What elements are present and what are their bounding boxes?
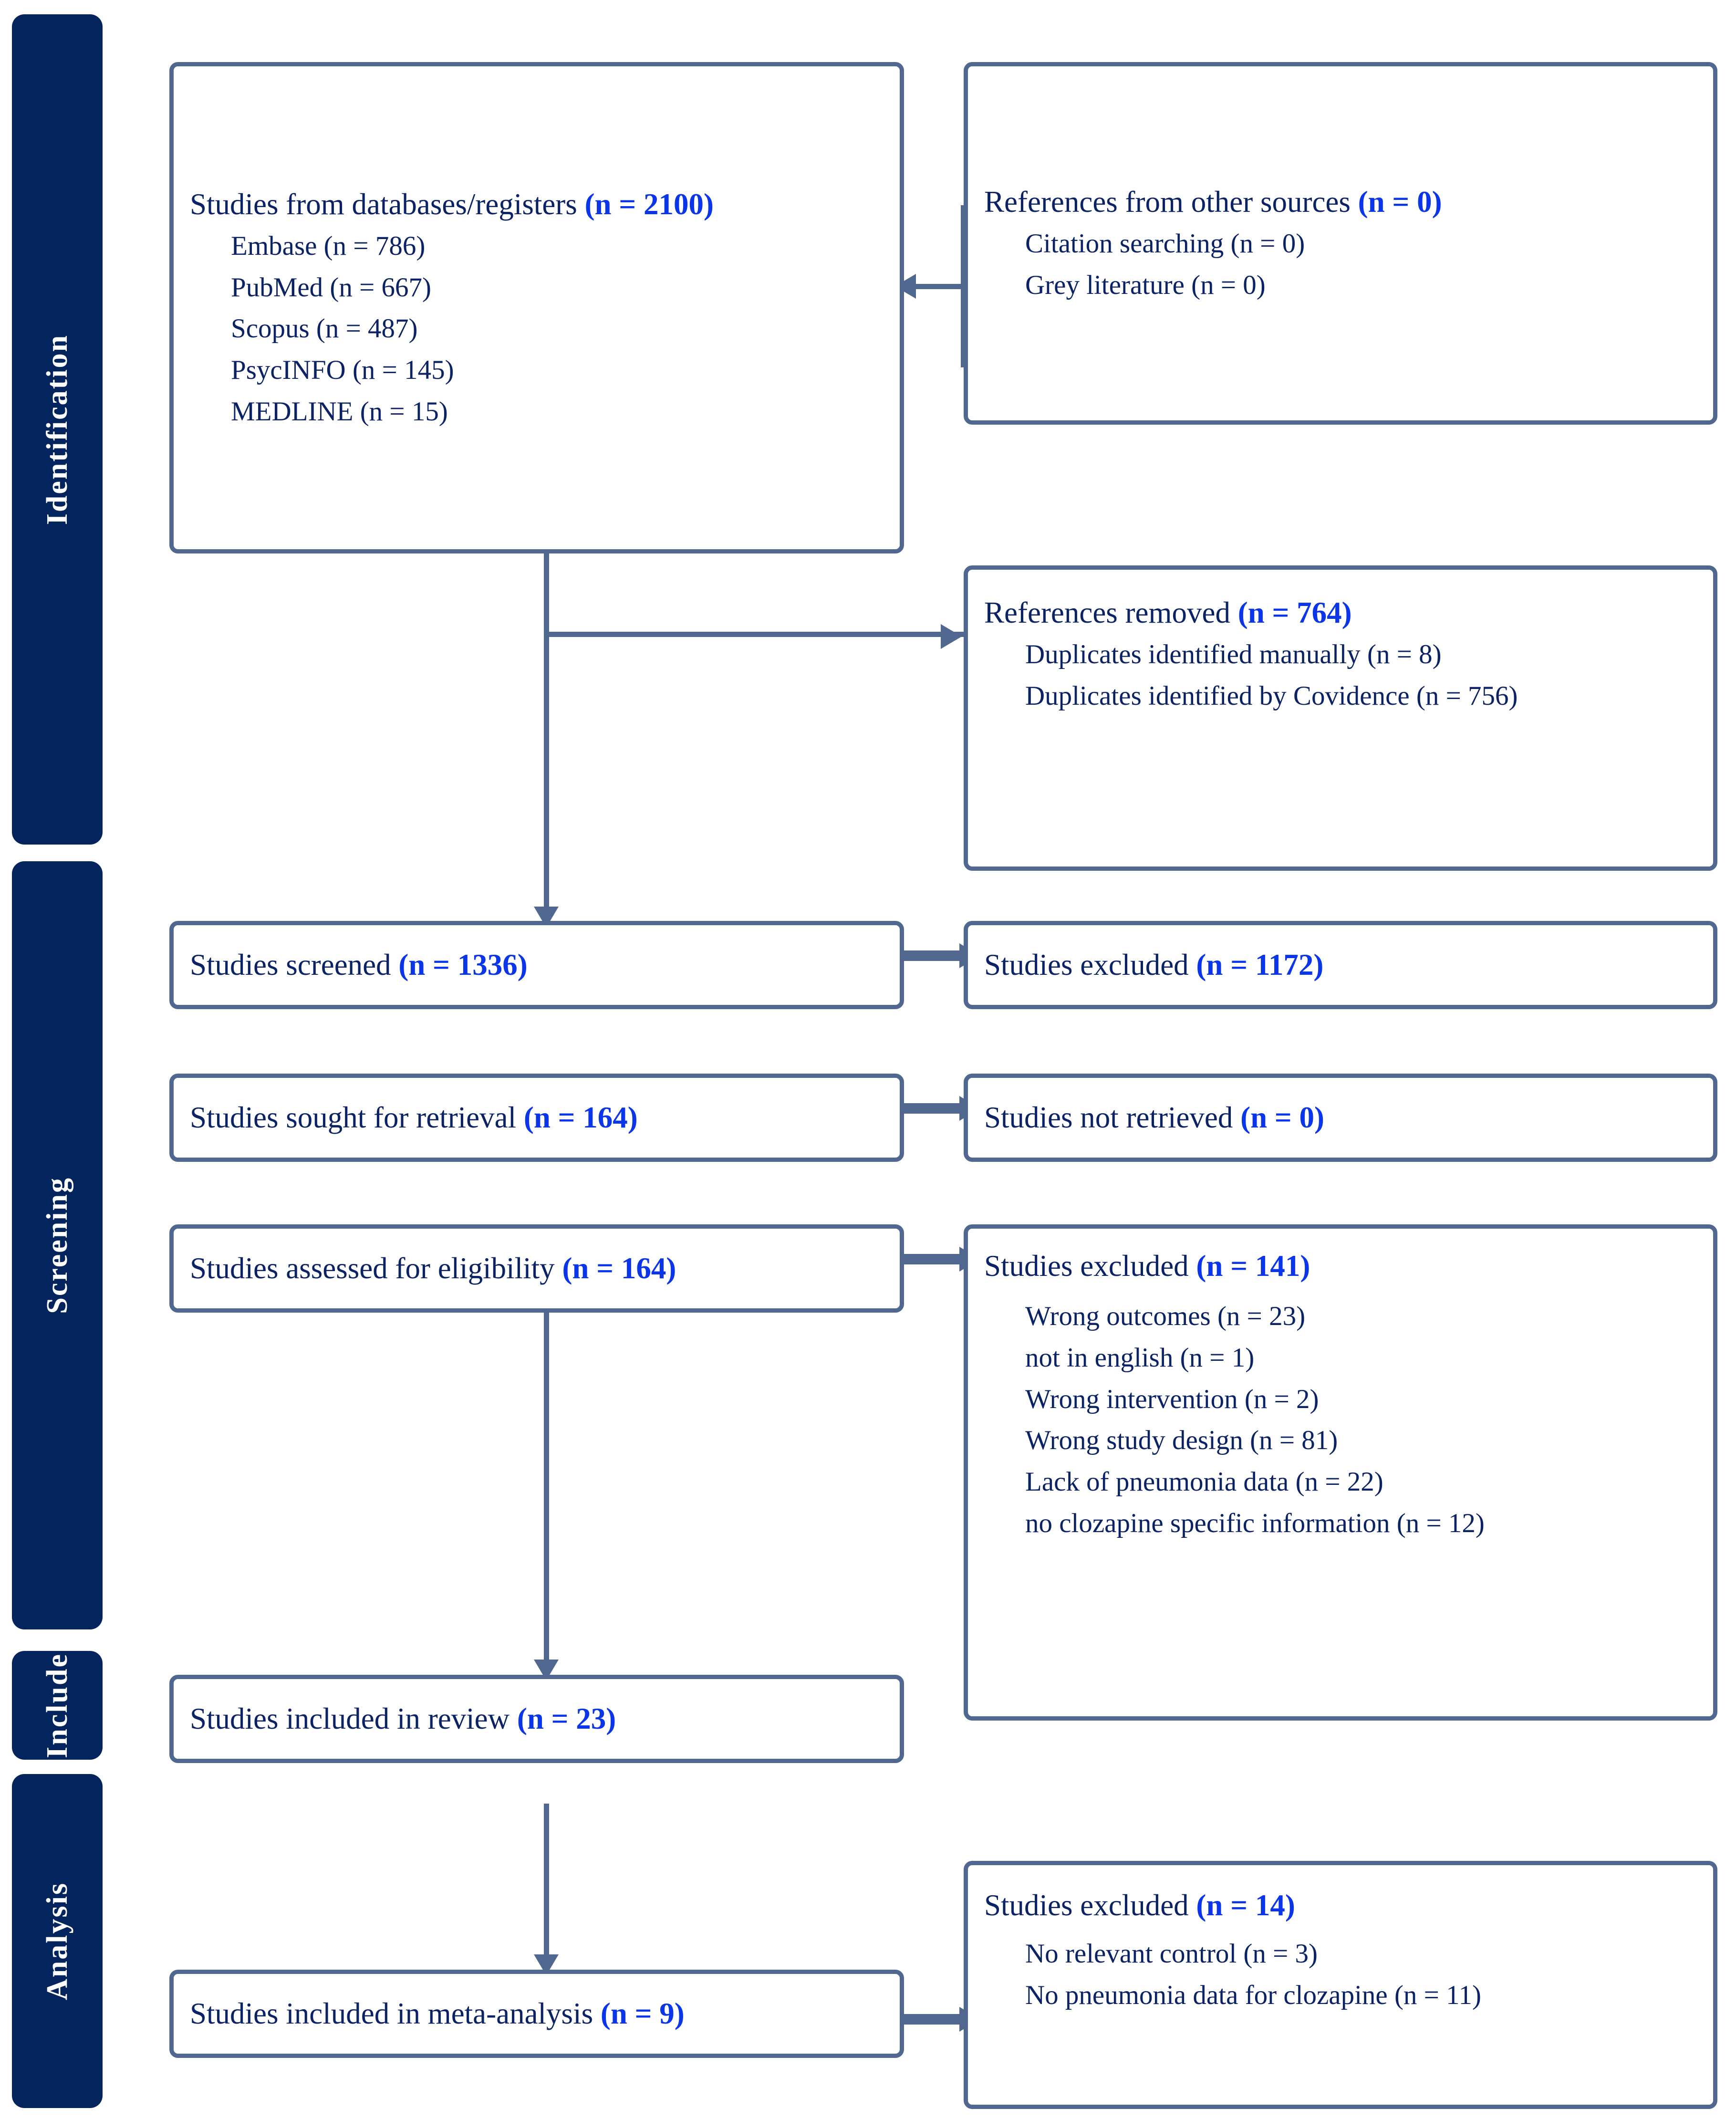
box-studies-not-retrieved-heading: Studies not retrieved (n = 0) <box>984 1100 1325 1134</box>
box-references-other-sources[interactable]: References from other sources (n = 0) Ci… <box>964 62 1717 425</box>
box-studies-screened-heading: Studies screened (n = 1336) <box>190 948 528 981</box>
box-studies-from-databases-heading: Studies from databases/registers (n = 21… <box>190 187 714 221</box>
count-assessed-eligibility: (n = 164) <box>562 1251 676 1285</box>
list-item: Scopus (n = 487) <box>231 313 418 344</box>
count-studies-screened: (n = 1336) <box>398 948 528 981</box>
connector-to-references-removed <box>544 632 964 637</box>
box-studies-excluded-screening[interactable]: Studies excluded (n = 1172) <box>964 921 1717 1009</box>
box-studies-excluded-meta-heading: Studies excluded (n = 14) <box>984 1889 1295 1922</box>
list-item: Duplicates identified manually (n = 8) <box>1025 639 1442 670</box>
box-studies-excluded-eligibility-list: Wrong outcomes (n = 23) not in english (… <box>984 1296 1697 1544</box>
list-item: Duplicates identified by Covidence (n = … <box>1025 681 1518 711</box>
box-studies-screened[interactable]: Studies screened (n = 1336) <box>169 921 904 1009</box>
stage-label-include: Include <box>41 1652 73 1758</box>
stage-bar-identification: Identification <box>12 14 103 845</box>
box-references-other-sources-list: Citation searching (n = 0) Grey literatu… <box>984 223 1697 306</box>
box-studies-not-retrieved[interactable]: Studies not retrieved (n = 0) <box>964 1074 1717 1162</box>
count-included-meta: (n = 9) <box>600 1996 685 2030</box>
box-references-other-sources-heading: References from other sources (n = 0) <box>984 185 1442 219</box>
box-studies-assessed-eligibility[interactable]: Studies assessed for eligibility (n = 16… <box>169 1224 904 1313</box>
box-references-removed-heading: References removed (n = 764) <box>984 596 1352 629</box>
list-item: No relevant control (n = 3) <box>1025 1939 1318 1969</box>
box-studies-excluded-meta-list: No relevant control (n = 3) No pneumonia… <box>984 1933 1697 2016</box>
box-studies-excluded-eligibility[interactable]: Studies excluded (n = 141) Wrong outcome… <box>964 1224 1717 1721</box>
connector-screened-to-excluded <box>904 950 961 961</box>
connector-meta-to-excluded <box>904 2014 961 2025</box>
box-studies-included-meta-analysis[interactable]: Studies included in meta-analysis (n = 9… <box>169 1970 904 2058</box>
stage-label-screening: Screening <box>41 1177 73 1314</box>
list-item: Lack of pneumonia data (n = 22) <box>1025 1466 1383 1497</box>
connector-other-sources-horizontal <box>916 284 964 289</box>
count-not-retrieved: (n = 0) <box>1240 1100 1325 1134</box>
stage-bar-analysis: Analysis <box>12 1774 103 2108</box>
count-sought-retrieval: (n = 164) <box>523 1100 638 1134</box>
list-item: No pneumonia data for clozapine (n = 11) <box>1025 1980 1481 2011</box>
count-excluded-eligibility: (n = 141) <box>1196 1249 1310 1283</box>
box-studies-sought-retrieval-heading: Studies sought for retrieval (n = 164) <box>190 1100 638 1134</box>
list-item: Wrong intervention (n = 2) <box>1025 1384 1319 1414</box>
count-studies-excluded-screening: (n = 1172) <box>1196 948 1324 981</box>
list-item: Wrong outcomes (n = 23) <box>1025 1301 1306 1332</box>
box-studies-from-databases[interactable]: Studies from databases/registers (n = 21… <box>169 62 904 553</box>
box-references-removed-list: Duplicates identified manually (n = 8) D… <box>984 634 1697 717</box>
box-studies-sought-retrieval[interactable]: Studies sought for retrieval (n = 164) <box>169 1074 904 1162</box>
list-item: not in english (n = 1) <box>1025 1343 1255 1373</box>
box-studies-assessed-eligibility-heading: Studies assessed for eligibility (n = 16… <box>190 1251 676 1285</box>
connector-review-down <box>544 1804 549 1975</box>
stage-bar-screening: Screening <box>12 861 103 1629</box>
connector-eligibility-down <box>544 1307 549 1680</box>
box-studies-excluded-meta-analysis[interactable]: Studies excluded (n = 14) No relevant co… <box>964 1861 1717 2109</box>
list-item: MEDLINE (n = 15) <box>231 396 448 427</box>
list-item: PsycINFO (n = 145) <box>231 355 454 386</box>
box-studies-excluded-eligibility-heading: Studies excluded (n = 141) <box>984 1249 1310 1283</box>
connector-databases-down <box>544 550 549 927</box>
box-studies-included-meta-analysis-heading: Studies included in meta-analysis (n = 9… <box>190 1996 685 2030</box>
count-included-review: (n = 23) <box>517 1701 616 1735</box>
list-item: Wrong study design (n = 81) <box>1025 1425 1338 1456</box>
box-studies-included-review[interactable]: Studies included in review (n = 23) <box>169 1675 904 1763</box>
connector-sought-to-not-retrieved <box>904 1103 961 1114</box>
count-references-removed: (n = 764) <box>1237 596 1352 629</box>
list-item: Grey literature (n = 0) <box>1025 270 1266 300</box>
stage-label-analysis: Analysis <box>41 1882 73 2000</box>
box-studies-included-review-heading: Studies included in review (n = 23) <box>190 1701 616 1735</box>
list-item: Embase (n = 786) <box>231 231 426 261</box>
connector-eligibility-to-excluded <box>904 1254 961 1264</box>
list-item: PubMed (n = 667) <box>231 272 432 303</box>
count-excluded-meta: (n = 14) <box>1196 1889 1295 1922</box>
box-references-removed[interactable]: References removed (n = 764) Duplicates … <box>964 565 1717 871</box>
list-item: Citation searching (n = 0) <box>1025 229 1305 259</box>
list-item: no clozapine specific information (n = 1… <box>1025 1508 1485 1538</box>
count-databases: (n = 2100) <box>584 187 714 221</box>
box-studies-excluded-screening-heading: Studies excluded (n = 1172) <box>984 948 1324 981</box>
count-other-sources: (n = 0) <box>1358 185 1442 219</box>
arrow-right-into-references-removed <box>941 624 962 649</box>
stage-label-identification: Identification <box>41 334 73 525</box>
box-studies-from-databases-list: Embase (n = 786) PubMed (n = 667) Scopus… <box>190 226 884 432</box>
stage-bar-include: Include <box>12 1651 103 1760</box>
